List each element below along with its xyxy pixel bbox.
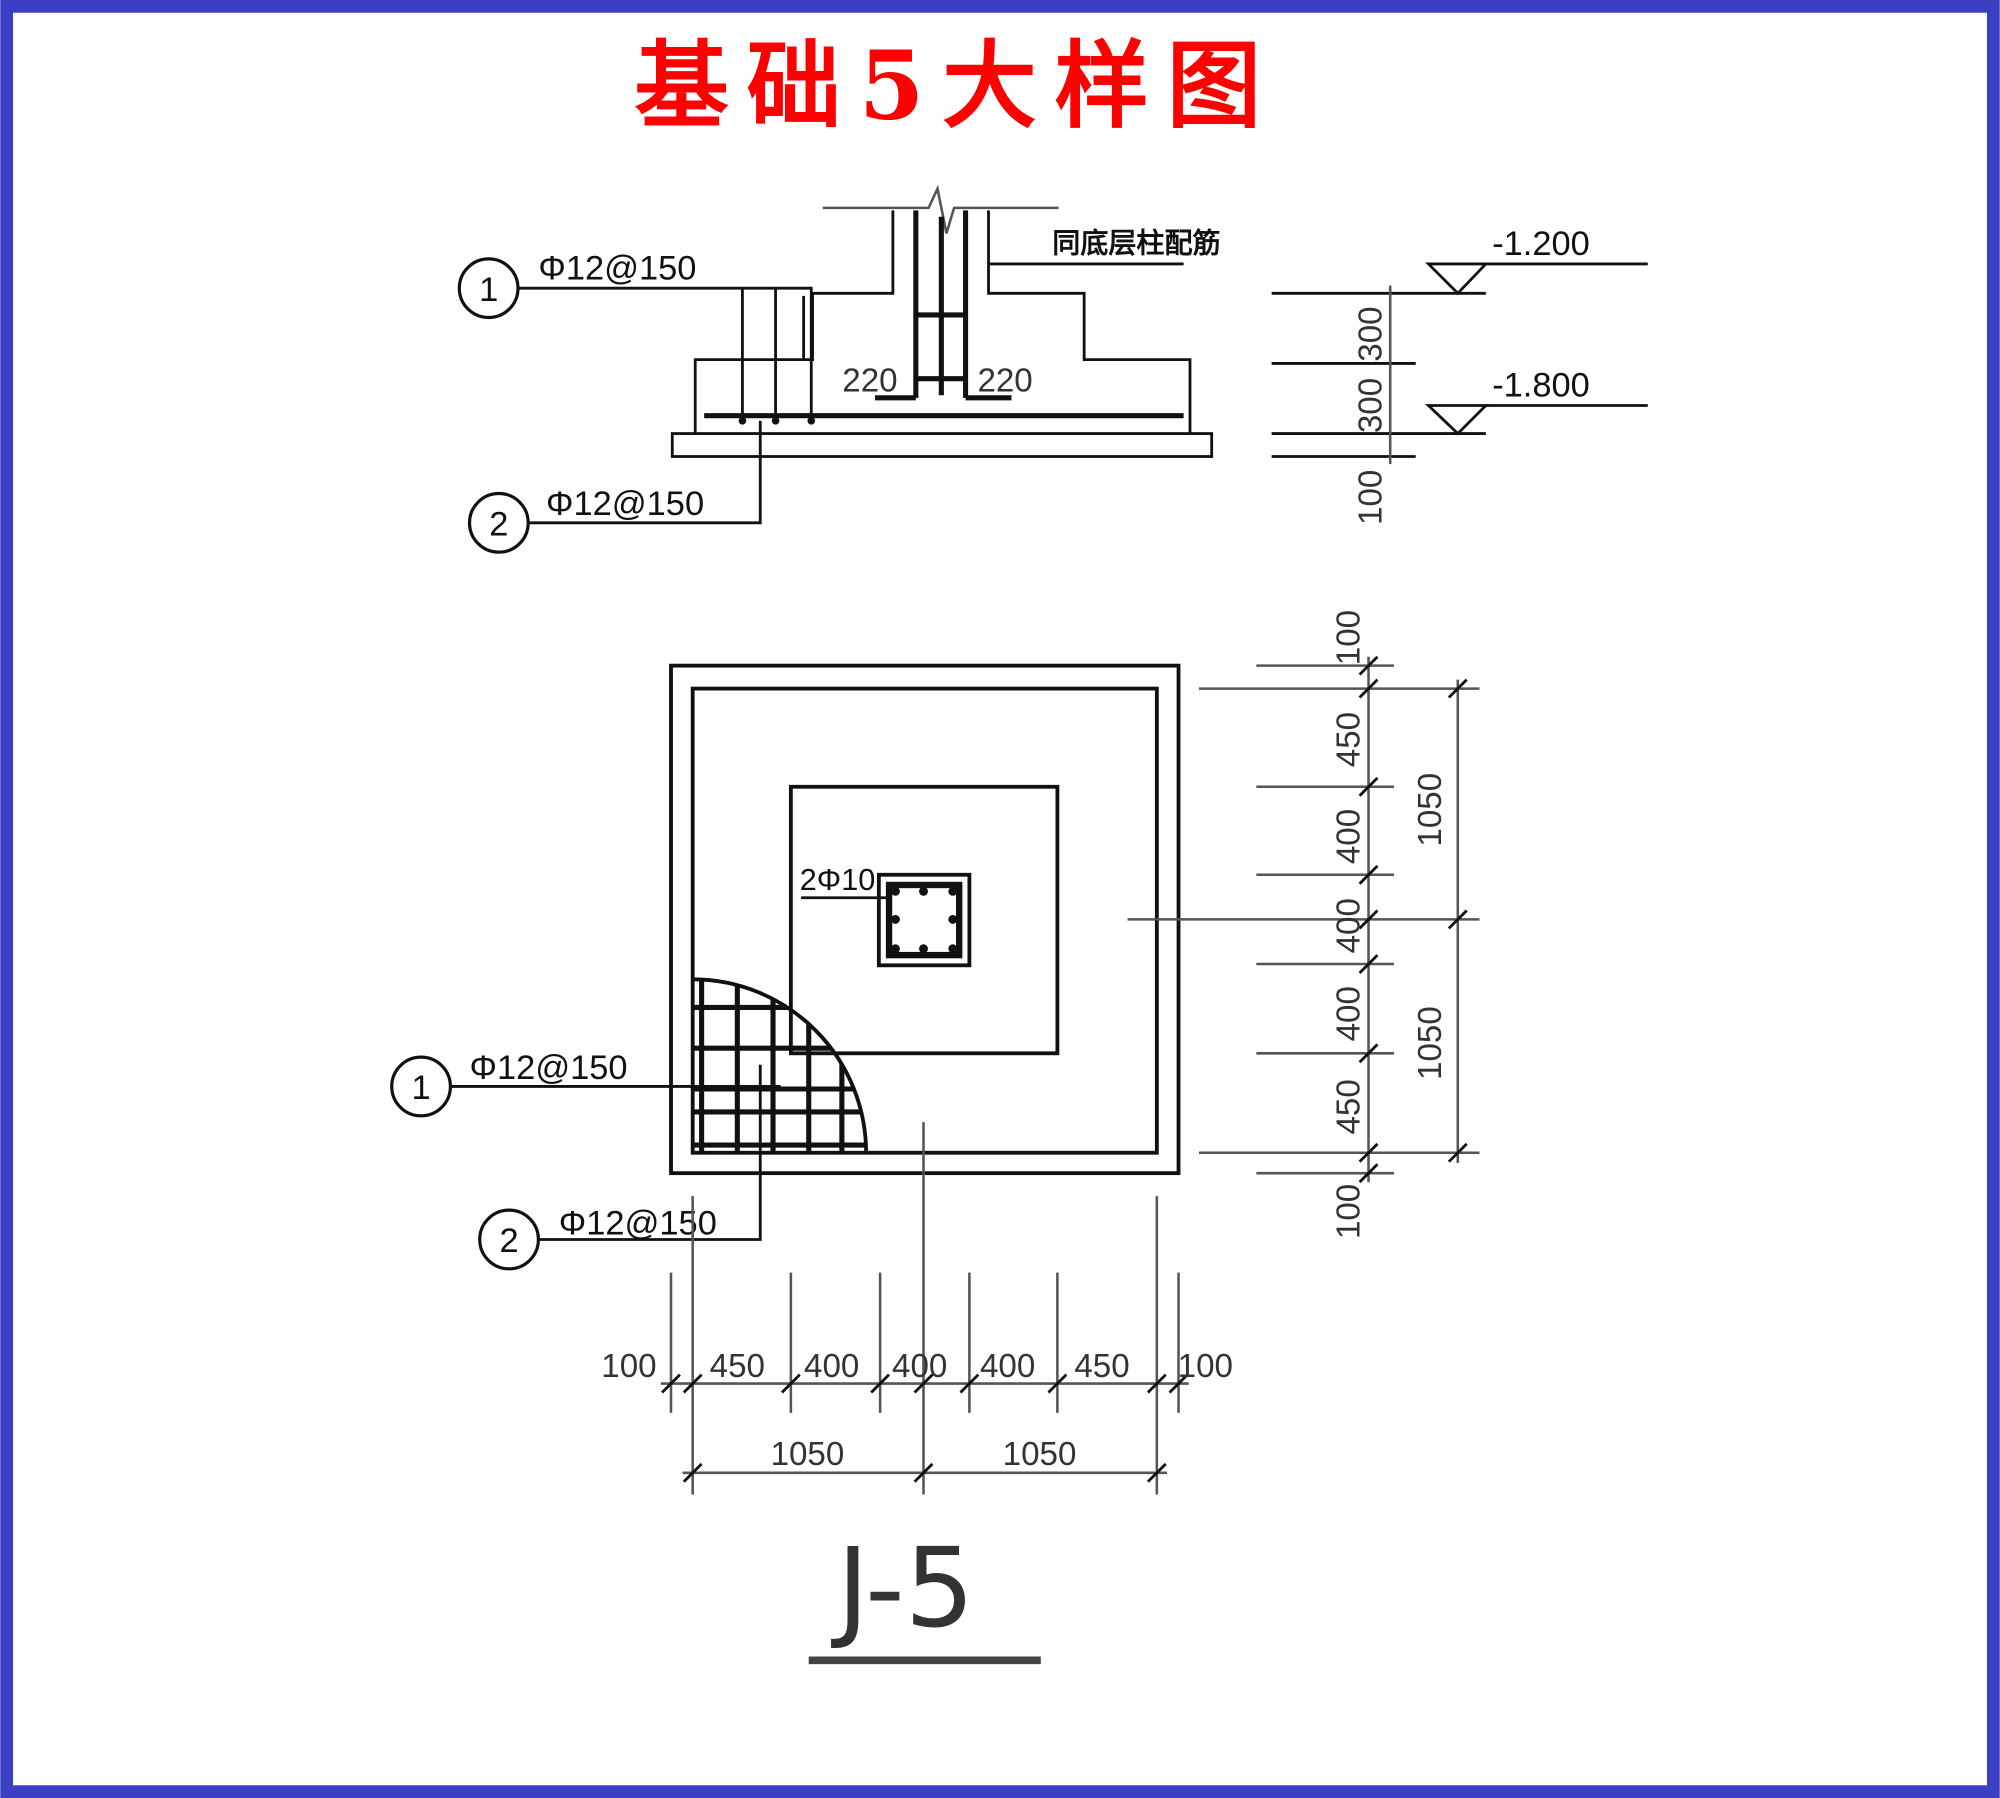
column-stirrup	[885, 881, 963, 959]
callout-1-rebar: Φ12@150	[538, 249, 696, 287]
elevation-dims: -1.200 -1.800 300 300 100	[1271, 225, 1648, 525]
dimension-text: 1050	[771, 1436, 845, 1473]
dimension-text: 100	[601, 1348, 656, 1385]
tick	[1047, 1373, 1068, 1394]
callout-2-number: 2	[489, 506, 508, 544]
callout-2-circle	[467, 491, 530, 554]
dimension-text: 100	[1331, 1184, 1368, 1239]
tick	[959, 1373, 980, 1394]
column-rebar-label: 2Φ10	[800, 863, 875, 897]
plan-view: 2Φ10 1 Φ12@150 2 Φ12@150 100 450 400 400…	[390, 610, 1480, 1495]
dimension-text: 450	[1331, 712, 1368, 767]
tick	[661, 1373, 681, 1394]
dimension-text: 300	[1352, 378, 1389, 433]
dimension-text: 400	[1331, 809, 1368, 864]
callout-1-number: 1	[479, 271, 498, 309]
anchor-length-right: 220	[977, 362, 1032, 399]
dimension-text: 1050	[1412, 773, 1449, 847]
tick	[1146, 1373, 1167, 1394]
dimension-text: 400	[892, 1348, 947, 1385]
dimension-text: 400	[1331, 986, 1368, 1041]
column-bar	[948, 944, 958, 954]
tick	[870, 1373, 891, 1394]
dimension-text: 400	[980, 1348, 1035, 1385]
dimension-text: 450	[1074, 1348, 1129, 1385]
tick	[1447, 678, 1468, 699]
tick	[1358, 655, 1379, 676]
column-bar	[890, 914, 900, 924]
tick	[1146, 1462, 1167, 1483]
dimension-text: 450	[1331, 1079, 1368, 1134]
cushion-layer	[670, 432, 1214, 458]
tick	[1447, 909, 1468, 930]
plan-callout-1-number: 1	[411, 1069, 430, 1107]
tick	[1358, 1043, 1379, 1064]
dimension-text: 100	[1352, 470, 1389, 525]
tick	[913, 1462, 934, 1483]
column-bar	[919, 944, 928, 954]
tick	[1358, 1163, 1379, 1184]
tick	[1358, 909, 1379, 930]
footing-outline-right	[987, 210, 1192, 434]
tick	[1168, 1373, 1189, 1394]
tick	[1358, 1142, 1379, 1163]
dimension-text: 100	[1331, 610, 1368, 665]
column-bar	[948, 914, 958, 924]
drawing-title: 基础5大样图	[634, 31, 1279, 142]
tick	[1358, 864, 1379, 885]
dimension-text: 400	[804, 1348, 859, 1385]
section-view: 220 220 同底层柱配筋 1 Φ12@150 2 Φ12@150	[457, 184, 1221, 554]
dimension-text: 100	[1178, 1348, 1233, 1385]
plan-callout-1-rebar: Φ12@150	[470, 1049, 628, 1087]
callout-2-rebar: Φ12@150	[546, 485, 704, 523]
detail-label: J-5	[831, 1524, 975, 1652]
pedestal	[788, 784, 1060, 1056]
tick	[1358, 776, 1379, 797]
tick	[682, 1462, 703, 1483]
tick	[1447, 1142, 1468, 1163]
dimension-text: 450	[710, 1348, 765, 1385]
tick	[1358, 954, 1379, 974]
plan-callout-2-number: 2	[499, 1222, 518, 1260]
elevation-top: -1.200	[1492, 225, 1590, 263]
column	[876, 872, 972, 968]
column-note: 同底层柱配筋	[1052, 226, 1220, 258]
anchor-length-left: 220	[842, 362, 897, 399]
tick	[682, 1373, 703, 1394]
break-line	[822, 184, 1059, 234]
dimension-text: 400	[1331, 898, 1368, 953]
elevation-marker-bottom	[1424, 404, 1490, 436]
tick	[1358, 678, 1379, 699]
column-bar	[948, 886, 958, 896]
dimension-text: 300	[1352, 306, 1389, 361]
tick	[780, 1373, 801, 1394]
dimension-text: 1050	[1003, 1436, 1077, 1473]
dimension-text: 1050	[1412, 1006, 1449, 1080]
column-bar	[890, 944, 900, 954]
column-bar	[890, 886, 900, 896]
elevation-marker-top	[1425, 262, 1490, 296]
column-bar	[919, 886, 928, 896]
elevation-bottom: -1.800	[1492, 367, 1590, 405]
plan-callout-2-rebar: Φ12@150	[559, 1204, 717, 1242]
callout-1-circle	[457, 257, 520, 320]
tick	[913, 1373, 934, 1394]
